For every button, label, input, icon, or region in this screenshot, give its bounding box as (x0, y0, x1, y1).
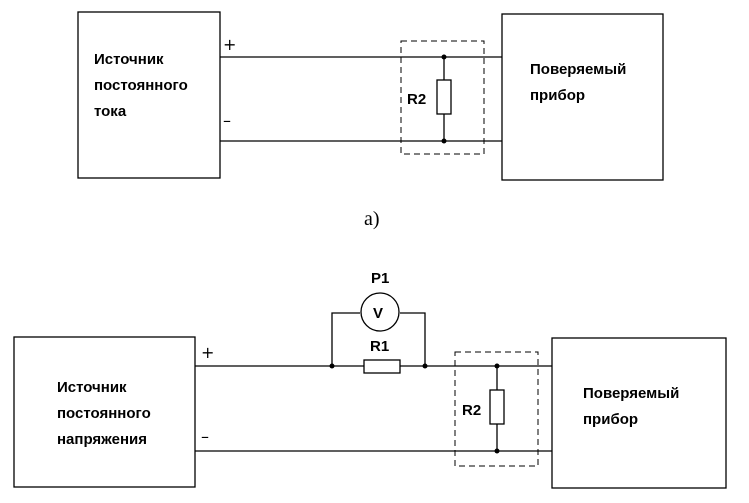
junction-dot (329, 363, 335, 369)
resistor-r1-label: R1 (370, 338, 389, 355)
voltage-source-label-line2: постоянного (57, 405, 151, 422)
junction-dot (494, 448, 500, 454)
voltmeter-p1-label: P1 (371, 270, 389, 287)
voltage-source-label-line3: напряжения (57, 431, 147, 448)
device-under-test-label-line1-a: Поверяемый (530, 61, 626, 78)
junction-dot (422, 363, 428, 369)
voltage-source-label-line1: Источник (57, 379, 127, 396)
minus-sign-a: – (223, 111, 231, 130)
plus-sign-a: + (223, 35, 236, 54)
junction-dot (441, 138, 447, 144)
current-source-label-line3: тока (94, 103, 127, 120)
voltage-source-box (13, 336, 196, 488)
plus-sign-b: + (201, 343, 214, 362)
resistor-r2-b (489, 389, 505, 425)
device-under-test-box-b (551, 337, 727, 489)
device-under-test-label-line1-b: Поверяемый (583, 385, 679, 402)
junction-dot (494, 363, 500, 369)
resistor-r2-a (436, 79, 452, 115)
voltmeter-loop-left (331, 312, 360, 366)
voltmeter-symbol: V (373, 305, 383, 322)
minus-sign-b: – (201, 427, 209, 446)
device-under-test-label-line2-a: прибор (530, 87, 585, 104)
device-under-test-box-a (501, 13, 664, 181)
diagram-a-caption: а) (364, 208, 380, 230)
voltmeter-p1 (360, 292, 400, 332)
current-source-label-line1: Источник (94, 51, 164, 68)
shunt-enclosure-a (400, 40, 485, 155)
device-under-test-label-line2-b: прибор (583, 411, 638, 428)
diagram-b: Источник постоянного напряжения Поверяем… (13, 270, 727, 489)
voltmeter-loop-right (400, 312, 426, 366)
resistor-r2-label-b: R2 (462, 402, 481, 419)
shunt-enclosure-b (454, 351, 539, 467)
resistor-r2-label-a: R2 (407, 91, 426, 108)
current-source-box (77, 11, 221, 179)
diagram-a: Источник постоянного тока Поверяемый при… (77, 11, 664, 230)
resistor-r1 (363, 359, 401, 374)
junction-dot (441, 54, 447, 60)
current-source-label-line2: постоянного (94, 77, 188, 94)
